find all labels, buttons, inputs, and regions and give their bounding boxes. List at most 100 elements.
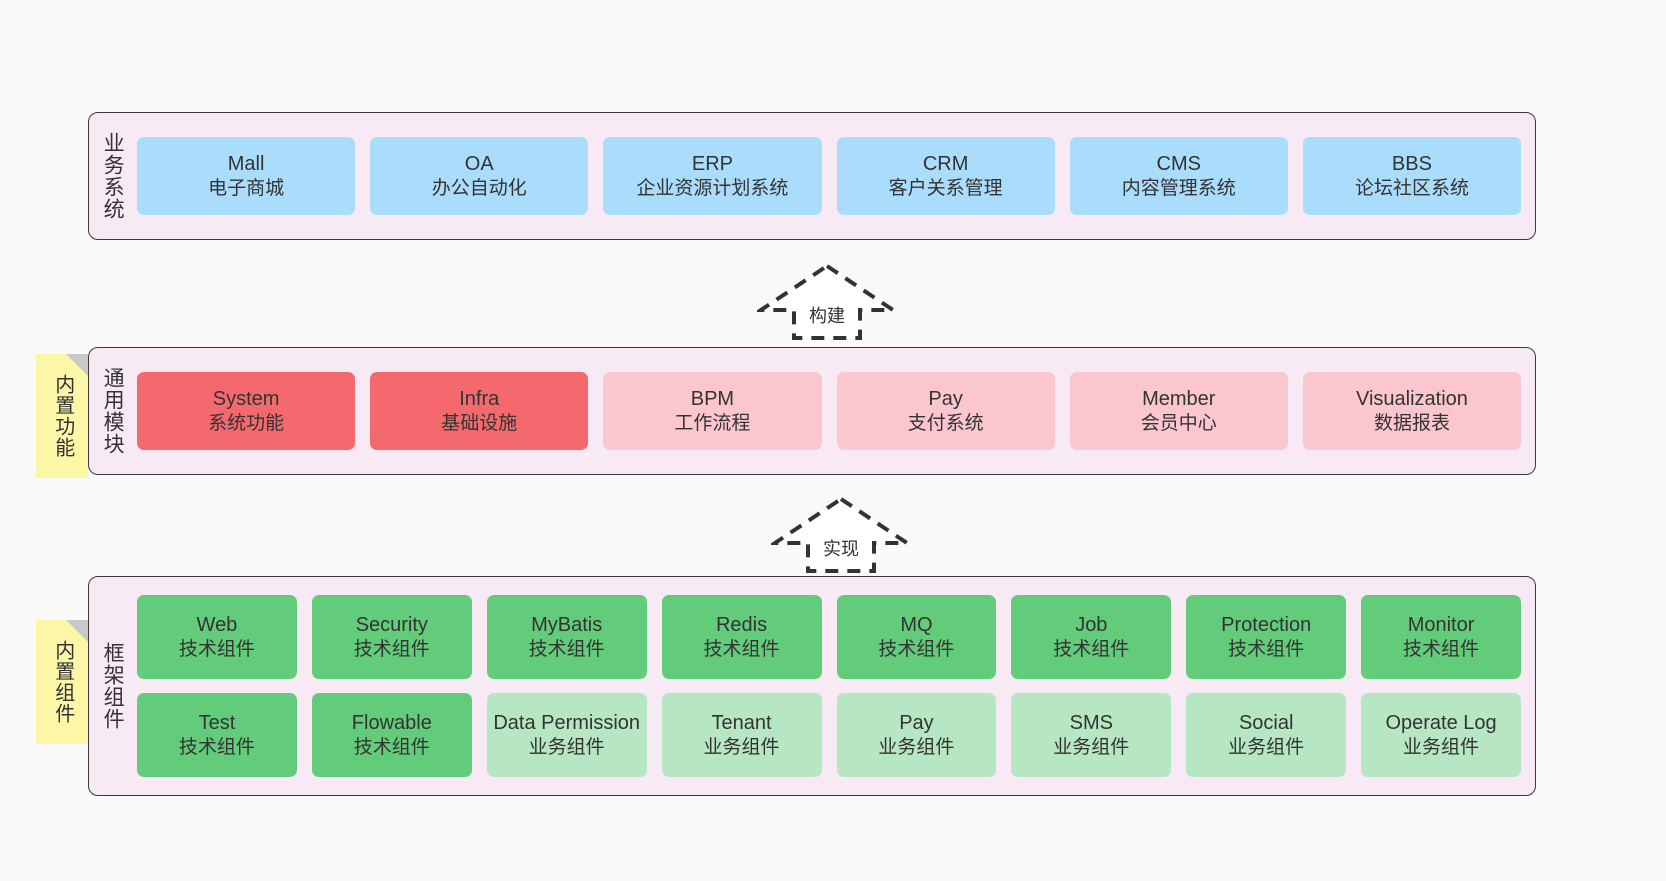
box-mall[interactable]: Mall 电子商城 — [137, 137, 356, 215]
layer-body-common-module: System 系统功能 Infra 基础设施 BPM 工作流程 Pay 支付系统… — [135, 348, 1535, 474]
box-subtitle: 企业资源计划系统 — [636, 177, 789, 199]
box-test[interactable]: Test 技术组件 — [137, 693, 297, 777]
box-subtitle: 论坛社区系统 — [1354, 177, 1469, 199]
connector-implement: 实现 — [771, 495, 911, 573]
box-subtitle: 办公自动化 — [431, 177, 527, 199]
box-subtitle: 系统功能 — [208, 412, 285, 434]
box-title: SMS — [1069, 712, 1113, 735]
connector-label-implement: 实现 — [823, 539, 859, 559]
box-pay-business[interactable]: Pay 业务组件 — [836, 693, 997, 777]
note-label: 内置组件 — [51, 640, 74, 724]
box-bbs[interactable]: BBS 论坛社区系统 — [1302, 137, 1522, 215]
box-title: Monitor — [1407, 614, 1475, 637]
box-erp[interactable]: ERP 企业资源计划系统 — [603, 137, 822, 215]
box-subtitle: 电子商城 — [208, 177, 285, 199]
box-subtitle: 技术组件 — [353, 736, 430, 758]
box-title: CMS — [1156, 153, 1201, 176]
sticky-note-builtin-function[interactable]: 内置功能 — [36, 354, 88, 478]
box-subtitle: 业务组件 — [703, 736, 780, 758]
box-subtitle: 业务组件 — [1403, 736, 1480, 758]
box-subtitle: 技术组件 — [703, 638, 780, 660]
box-member[interactable]: Member 会员中心 — [1069, 372, 1288, 450]
box-subtitle: 技术组件 — [878, 638, 955, 660]
arrow-up-dashed-icon — [771, 496, 911, 573]
layer-body-framework-component: Web 技术组件 Security 技术组件 MyBatis 技术组件 Redi… — [135, 577, 1535, 795]
box-subtitle: 技术组件 — [528, 638, 605, 660]
box-monitor[interactable]: Monitor 技术组件 — [1361, 595, 1521, 679]
box-title: ERP — [691, 153, 733, 176]
box-title: Redis — [715, 614, 768, 637]
box-subtitle: 技术组件 — [353, 638, 430, 660]
box-operate-log[interactable]: Operate Log 业务组件 — [1361, 693, 1521, 777]
box-title: CRM — [922, 153, 969, 176]
box-title: Social — [1238, 712, 1294, 735]
box-visualization[interactable]: Visualization 数据报表 — [1302, 372, 1522, 450]
note-fold-corner-icon — [66, 620, 88, 642]
box-title: Data Permission — [493, 712, 641, 735]
box-row: Web 技术组件 Security 技术组件 MyBatis 技术组件 Redi… — [137, 595, 1521, 679]
box-pay[interactable]: Pay 支付系统 — [836, 372, 1055, 450]
box-title: MQ — [900, 614, 933, 637]
box-row: System 系统功能 Infra 基础设施 BPM 工作流程 Pay 支付系统… — [137, 372, 1522, 450]
box-title: Security — [355, 614, 428, 637]
layer-body-business-system: Mall 电子商城 OA 办公自动化 ERP 企业资源计划系统 CRM 客户关系… — [135, 113, 1535, 239]
box-job[interactable]: Job 技术组件 — [1011, 595, 1172, 679]
connector-label-build: 构建 — [809, 306, 845, 326]
box-title: Protection — [1221, 614, 1312, 637]
box-oa[interactable]: OA 办公自动化 — [370, 137, 589, 215]
box-subtitle: 技术组件 — [1228, 638, 1305, 660]
box-subtitle: 业务组件 — [528, 736, 605, 758]
box-subtitle: 技术组件 — [178, 736, 255, 758]
box-mq[interactable]: MQ 技术组件 — [836, 595, 997, 679]
box-subtitle: 数据报表 — [1373, 412, 1450, 434]
box-title: Mall — [227, 153, 265, 176]
box-security[interactable]: Security 技术组件 — [311, 595, 472, 679]
box-data-permission[interactable]: Data Permission 业务组件 — [486, 693, 647, 777]
layer-common-module: 通用模块 System 系统功能 Infra 基础设施 BPM 工作流程 Pay… — [88, 347, 1536, 475]
box-cms[interactable]: CMS 内容管理系统 — [1069, 137, 1288, 215]
box-title: Pay — [928, 388, 963, 411]
box-subtitle: 技术组件 — [1403, 638, 1480, 660]
box-flowable[interactable]: Flowable 技术组件 — [311, 693, 472, 777]
box-row: Test 技术组件 Flowable 技术组件 Data Permission … — [137, 693, 1521, 777]
box-bpm[interactable]: BPM 工作流程 — [603, 372, 822, 450]
box-mybatis[interactable]: MyBatis 技术组件 — [486, 595, 647, 679]
box-subtitle: 会员中心 — [1140, 412, 1217, 434]
box-system[interactable]: System 系统功能 — [137, 372, 356, 450]
box-sms[interactable]: SMS 业务组件 — [1011, 693, 1172, 777]
box-subtitle: 工作流程 — [674, 412, 751, 434]
box-row: Mall 电子商城 OA 办公自动化 ERP 企业资源计划系统 CRM 客户关系… — [137, 137, 1522, 215]
box-title: System — [212, 388, 280, 411]
box-subtitle: 业务组件 — [1228, 736, 1305, 758]
layer-title-business-system: 业务系统 — [101, 132, 125, 220]
sticky-note-builtin-component[interactable]: 内置组件 — [36, 620, 88, 744]
box-tenant[interactable]: Tenant 业务组件 — [661, 693, 822, 777]
box-title: Visualization — [1355, 388, 1468, 411]
layer-framework-component: 框架组件 Web 技术组件 Security 技术组件 MyBatis 技术组件… — [88, 576, 1536, 796]
box-infra[interactable]: Infra 基础设施 — [370, 372, 589, 450]
box-crm[interactable]: CRM 客户关系管理 — [836, 137, 1055, 215]
box-subtitle: 业务组件 — [1053, 736, 1130, 758]
box-social[interactable]: Social 业务组件 — [1186, 693, 1347, 777]
box-redis[interactable]: Redis 技术组件 — [661, 595, 822, 679]
note-label: 内置功能 — [51, 374, 74, 458]
arrow-up-dashed-icon — [757, 263, 897, 340]
box-subtitle: 技术组件 — [178, 638, 255, 660]
box-subtitle: 技术组件 — [1053, 638, 1130, 660]
box-title: OA — [464, 153, 494, 176]
connector-build: 构建 — [757, 262, 897, 340]
box-web[interactable]: Web 技术组件 — [137, 595, 297, 679]
box-title: Tenant — [711, 712, 772, 735]
box-title: Flowable — [351, 712, 432, 735]
box-title: Infra — [459, 388, 500, 411]
box-subtitle: 内容管理系统 — [1121, 177, 1236, 199]
box-protection[interactable]: Protection 技术组件 — [1186, 595, 1347, 679]
box-title: Pay — [899, 712, 934, 735]
box-title: Web — [196, 614, 238, 637]
layer-title-common-module: 通用模块 — [101, 367, 125, 455]
box-title: Member — [1142, 388, 1216, 411]
box-title: BPM — [690, 388, 735, 411]
box-subtitle: 基础设施 — [441, 412, 518, 434]
box-subtitle: 客户关系管理 — [888, 177, 1003, 199]
